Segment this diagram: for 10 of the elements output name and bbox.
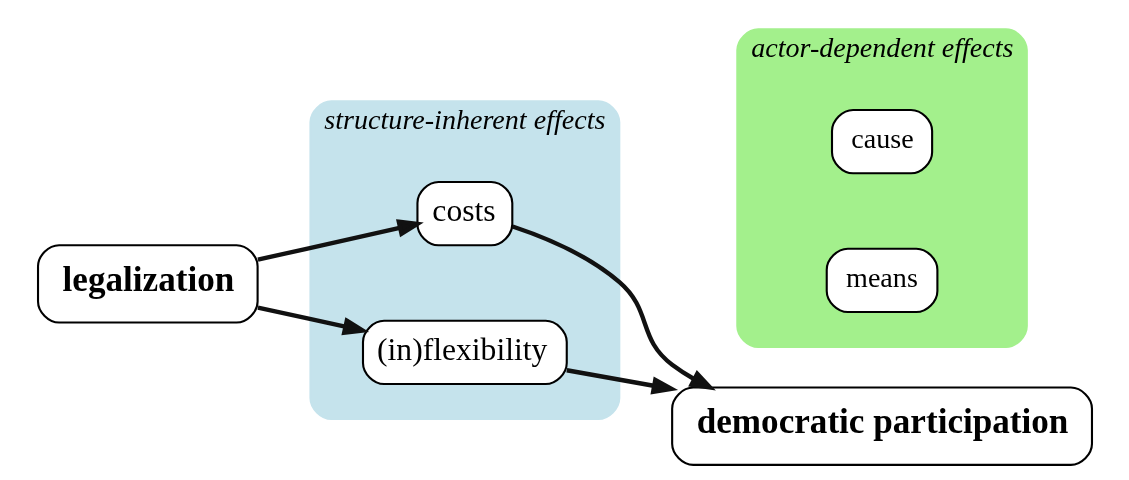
node-box: democratic participation [670,386,1093,466]
node-box: (in)flexibility [361,319,568,386]
node-box: means [825,247,938,314]
arrow [511,224,716,391]
node-box: costs [415,180,513,247]
node-box: legalization [36,244,259,324]
arrow [256,219,424,262]
arrow [256,305,369,336]
arrow [565,368,678,395]
node-box: cause [830,108,933,175]
